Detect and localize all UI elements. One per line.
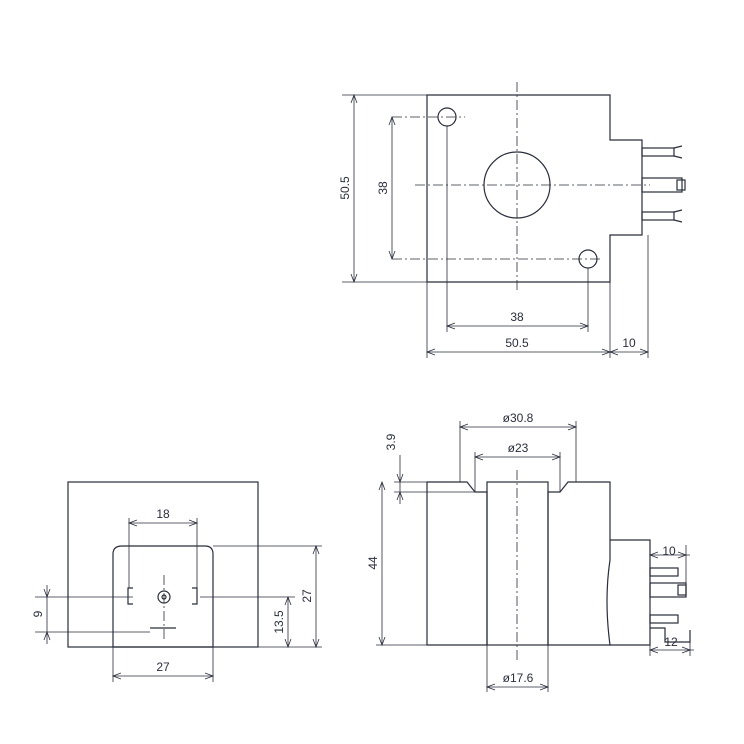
section-terminals [649, 567, 691, 643]
dim-terminal-length-bottom: 12 [664, 635, 678, 649]
top-view: 50.5 38 38 50.5 10 [338, 82, 686, 358]
dim-pin-spacing: 18 [156, 507, 170, 521]
dim-dia-top: ø30.8 [503, 411, 534, 425]
section-bore [486, 481, 549, 646]
dim-top-height-outer: 50.5 [338, 176, 352, 200]
terminal-pins [641, 145, 686, 223]
section-view: ø30.8 ø23 3.9 44 10 12 [366, 411, 694, 692]
dim-dia-mid: ø23 [508, 441, 529, 455]
dim-top-height-holes: 38 [376, 181, 390, 195]
section-wall-right [547, 481, 611, 646]
coil-body-outline [426, 94, 643, 283]
dim-plug-width: 27 [156, 660, 170, 674]
dim-height: 44 [366, 556, 380, 570]
pin-right [192, 587, 198, 605]
dim-step-height: 3.9 [384, 433, 398, 450]
dim-plug-height: 27 [300, 589, 314, 603]
dim-pin-offset: 9 [31, 610, 45, 617]
front-view: 18 9 13.5 27 27 [31, 481, 322, 682]
dim-top-width-holes: 38 [510, 310, 524, 324]
dim-terminal-length-top: 10 [662, 544, 676, 558]
dim-top-terminal-length: 10 [622, 336, 636, 350]
dim-center-height: 13.5 [272, 610, 286, 634]
pin-left [127, 587, 133, 605]
dim-top-width-outer: 50.5 [505, 336, 529, 350]
dim-dia-bore: ø17.6 [503, 671, 534, 685]
section-wall-left [426, 481, 488, 646]
connector-block [610, 539, 651, 646]
